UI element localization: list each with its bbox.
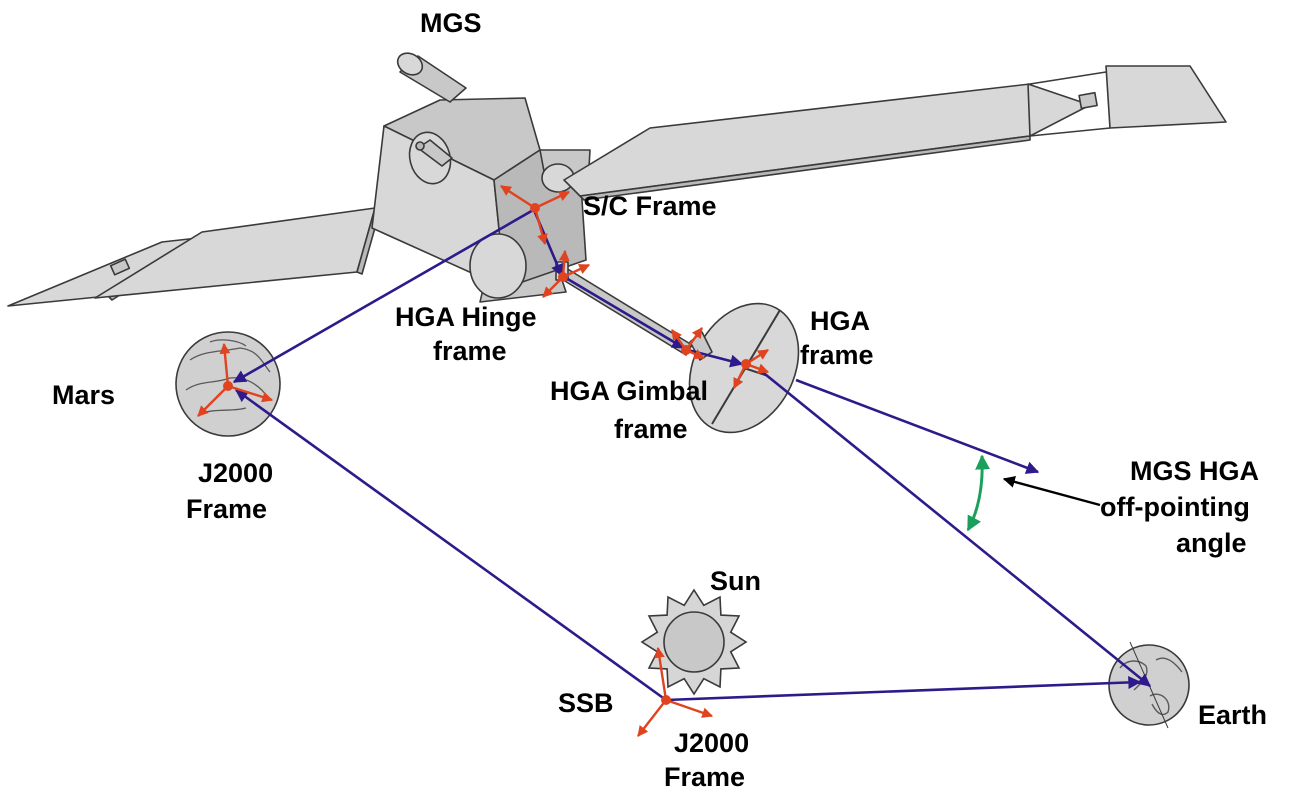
sc-frame-origin-dot: [530, 203, 540, 213]
label-angle-line2: off-pointing: [1100, 492, 1250, 522]
sun-icon: [640, 588, 748, 696]
vector-sc-to-mars: [232, 207, 536, 384]
off-pointing-angle-arc: [966, 454, 991, 532]
label-mars-j2000-line1: J2000: [198, 458, 273, 488]
reference-frames: [197, 184, 770, 737]
mars-j2000-frame-origin-axis-1: [219, 342, 231, 387]
label-earth: Earth: [1198, 700, 1267, 730]
label-hga-gimbal-line1: HGA Gimbal: [550, 376, 708, 406]
label-mgs: MGS: [420, 8, 482, 38]
label-hga-line1: HGA: [810, 306, 870, 336]
ssb-j2000-frame-origin: [637, 646, 714, 737]
mgs-mast-icon: [396, 52, 467, 103]
mars-j2000-frame-origin-axis-3: [227, 384, 274, 403]
ssb-j2000-frame-origin-axis-2: [637, 699, 667, 737]
label-angle-line3: angle: [1176, 528, 1247, 558]
hga-hinge-frame-origin-dot: [558, 272, 568, 282]
ssb-j2000-frame-origin-axis-1: [654, 646, 668, 701]
hga-gimbal-frame-origin-dot: [681, 345, 691, 355]
off-pointing-angle-pointer: [1002, 476, 1101, 507]
label-sc-frame: S/C Frame: [583, 191, 717, 221]
label-ssb: SSB: [558, 688, 614, 718]
mars-j2000-frame-origin-axis-2: [197, 385, 229, 417]
label-angle-line1: MGS HGA: [1130, 456, 1259, 486]
frame-vectors: [232, 207, 1152, 702]
right-solar-panel-outer: [1105, 65, 1227, 129]
right-solar-panel-inner: [563, 83, 1031, 197]
hga-frame-origin: [732, 348, 770, 389]
hga-frame-origin-dot: [741, 359, 751, 369]
label-hga-line2: frame: [800, 340, 874, 370]
vector-ssb-to-earth: [665, 675, 1142, 702]
label-mars-j2000-line2: Frame: [186, 494, 267, 524]
left-array-hinge: [109, 258, 131, 276]
label-hga-hinge-line2: frame: [433, 336, 507, 366]
right-array-gimbal-box: [1078, 91, 1098, 110]
vector-hga-boresight: [795, 378, 1040, 474]
vector-hga-to-earth: [759, 368, 1152, 688]
label-sun: Sun: [710, 566, 761, 596]
right-solar-panel-inner-edge: [579, 135, 1031, 201]
ssb-j2000-frame-origin-axis-3: [665, 698, 714, 718]
label-hga-gimbal-line2: frame: [614, 414, 688, 444]
label-ssb-j2000-line1: J2000: [674, 728, 749, 758]
camera-dish-icon: [408, 131, 453, 185]
mars-j2000-frame-origin-dot: [223, 381, 233, 391]
label-mars: Mars: [52, 380, 115, 410]
sc-frame-origin-axis-2: [534, 190, 570, 210]
hga-hinge-frame-origin: [542, 249, 590, 298]
bus-cylinder: [469, 233, 527, 299]
sc-frame-origin: [500, 184, 570, 246]
hga-gimbal-frame-origin: [671, 327, 705, 360]
right-array-gimbal: [1027, 83, 1091, 137]
label-hga-hinge-line1: HGA Hinge: [395, 302, 537, 332]
sc-frame-origin-axis-1: [500, 184, 536, 210]
ssb-j2000-frame-origin-dot: [661, 695, 671, 705]
sc-frame-origin-axis-3: [533, 207, 548, 246]
mgs-spacecraft: [7, 52, 1227, 434]
vector-ssb-to-mars: [234, 388, 667, 702]
vector-hinge-to-gimbal: [565, 276, 686, 350]
label-ssb-j2000-line2: Frame: [664, 762, 745, 791]
mars-j2000-frame-origin: [197, 342, 274, 417]
